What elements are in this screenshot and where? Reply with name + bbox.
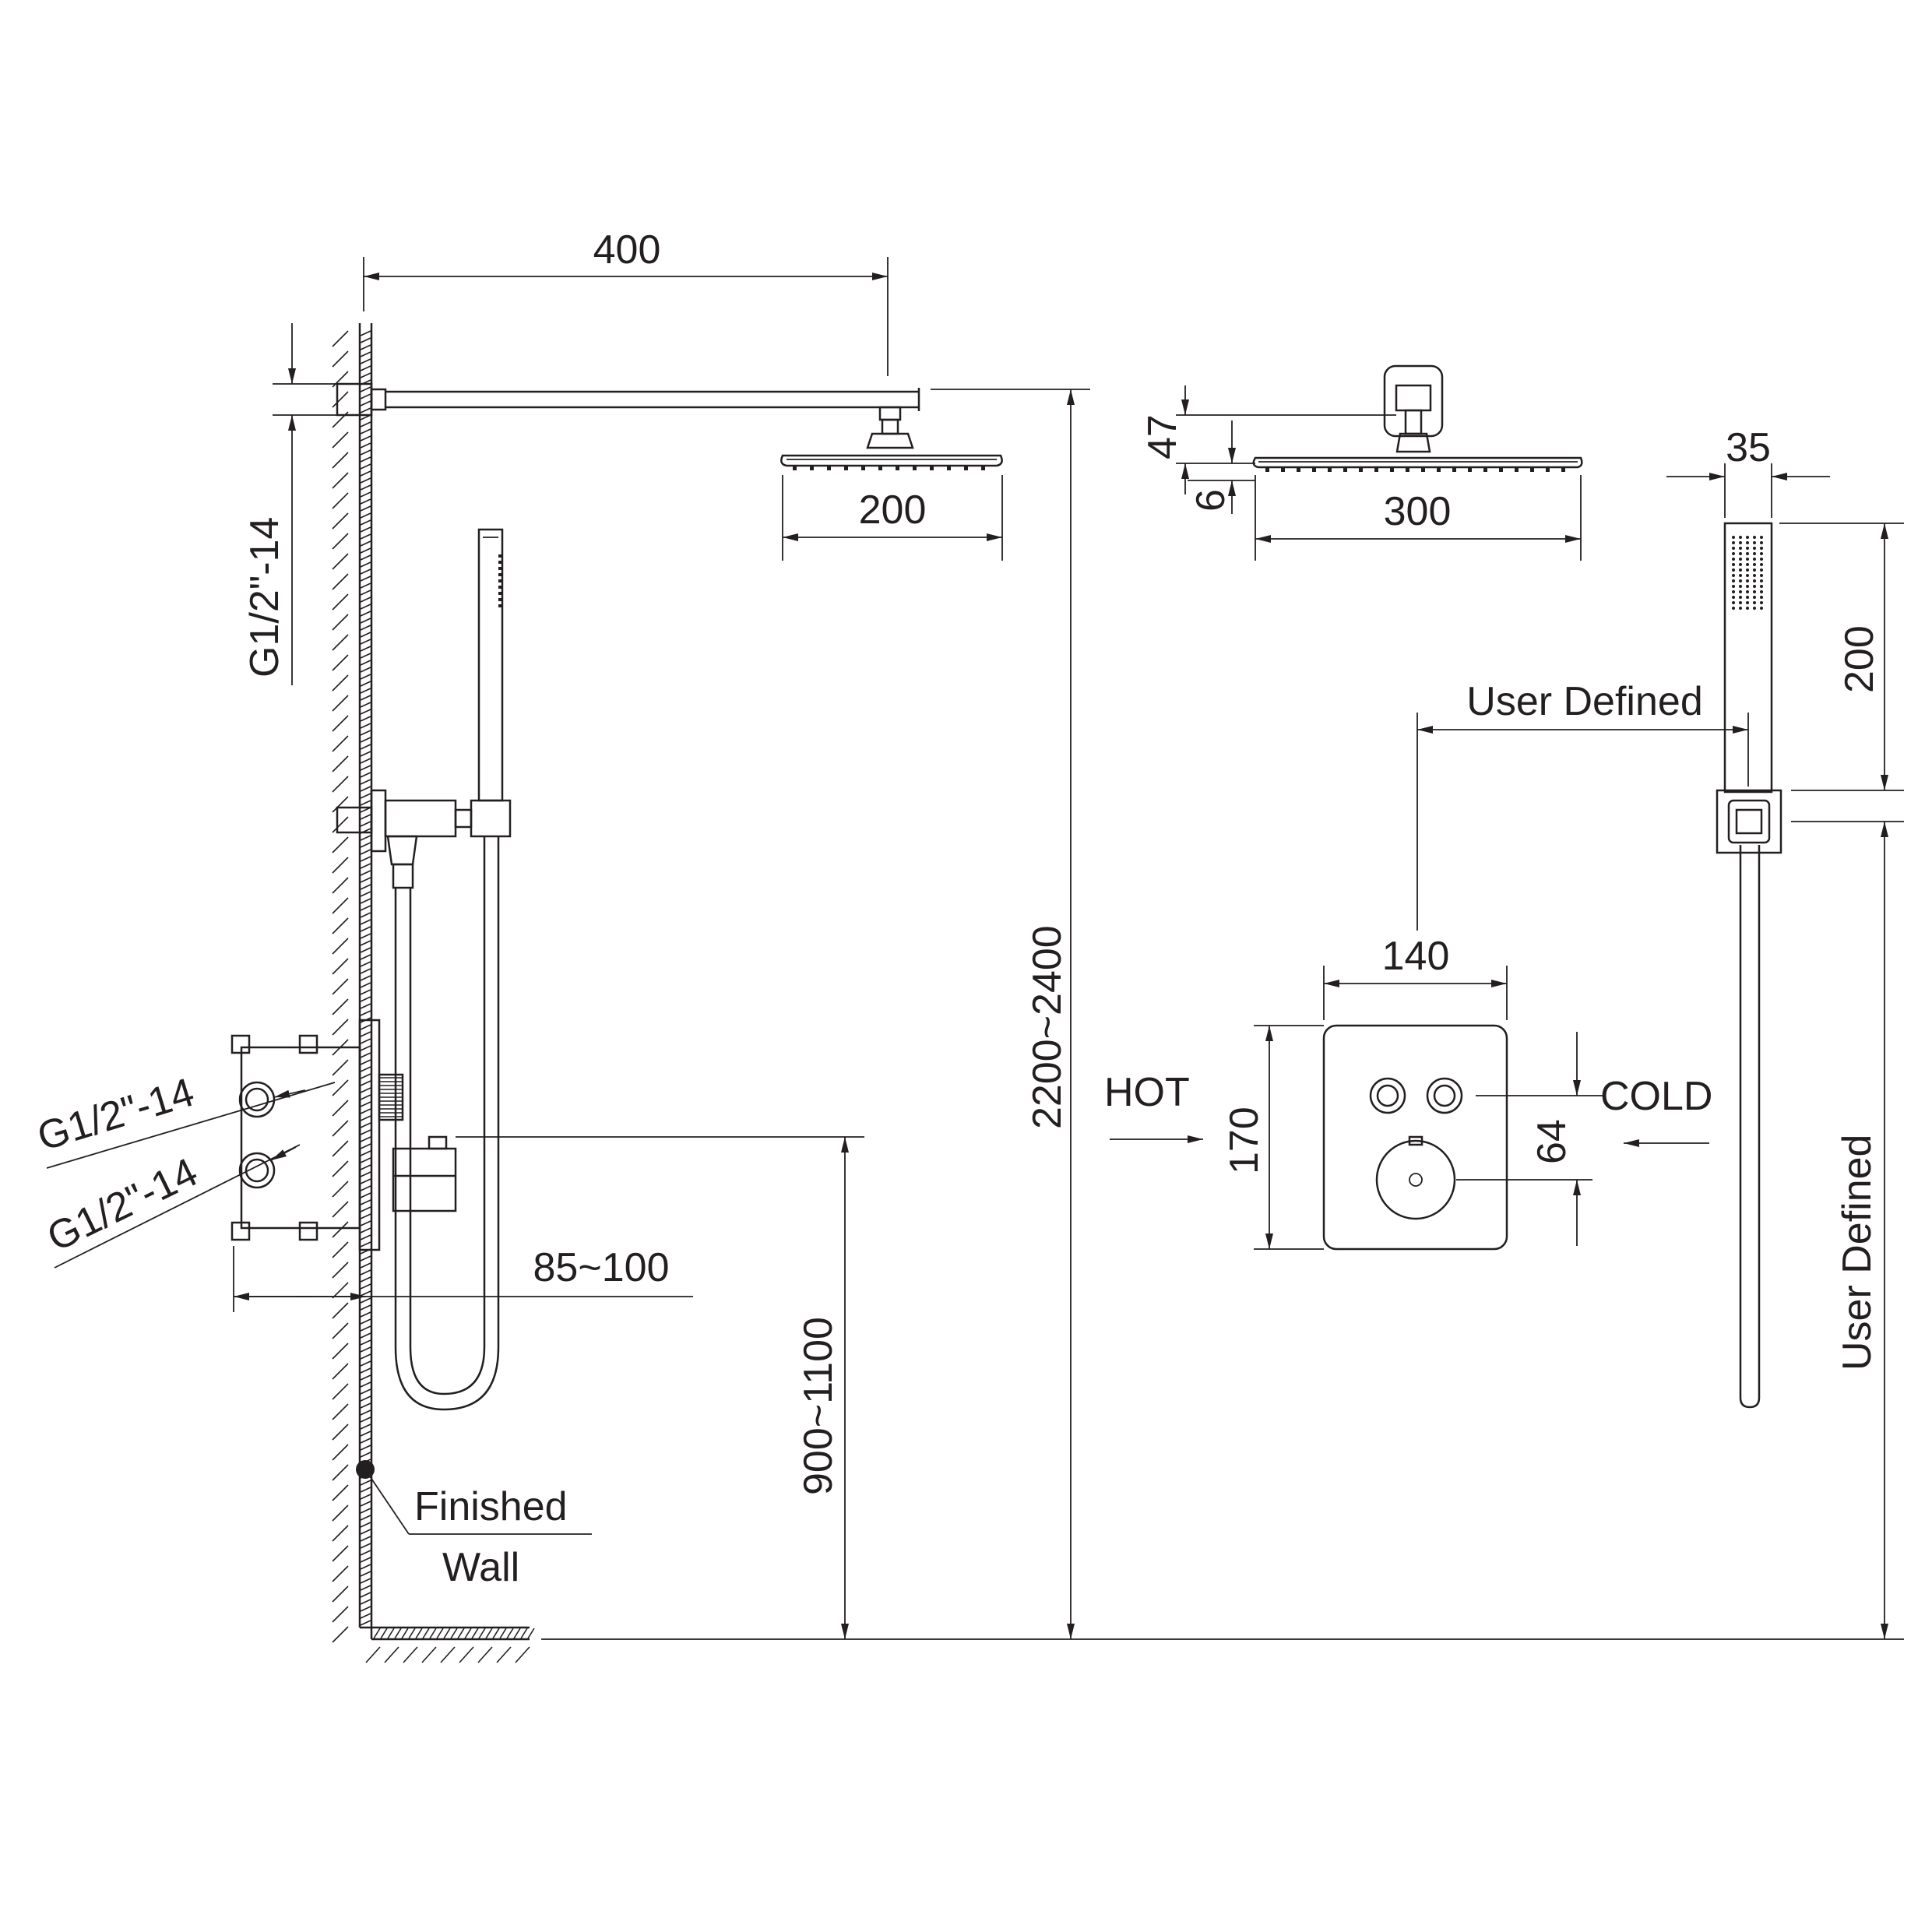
dim-35-label: 35	[1726, 425, 1771, 470]
shower-arm-side-view	[336, 382, 1003, 470]
dimension-300: 300	[1255, 475, 1582, 561]
valve-body-side-view	[231, 1019, 864, 1251]
cold-label: COLD	[1600, 1074, 1712, 1119]
dim-6-label: 6	[1188, 489, 1233, 512]
rain-head-front-view	[1252, 364, 1583, 472]
finished-wall-callout: Finished Wall	[356, 1460, 592, 1590]
thread-top-dimension: G1/2"-14	[242, 323, 337, 685]
dimension-35: 35	[1666, 425, 1830, 518]
total-height-label: 2200~2400	[1025, 925, 1070, 1129]
inlet-thread-callouts: G1/2"-14 G1/2"-14	[33, 1070, 336, 1269]
dimension-handheld-200: 200	[1779, 523, 1904, 822]
control-plate-front-view	[1322, 1024, 1508, 1251]
user-defined-v-label: User Defined	[1835, 1135, 1880, 1371]
dimension-200-head: 200	[782, 475, 1003, 561]
dimension-170: 170	[1222, 1025, 1324, 1250]
dimension-valve-height: 900~1100	[796, 1137, 849, 1639]
dim-200-label: 200	[859, 487, 927, 533]
dimension-64: 64	[1456, 1032, 1604, 1246]
thread-top-label: G1/2"-14	[242, 517, 287, 677]
dimension-400: 400	[363, 227, 889, 376]
dim-400-label: 400	[593, 227, 661, 273]
inlet-thread-label-1: G1/2"-14	[33, 1070, 199, 1160]
dimension-140: 140	[1323, 934, 1508, 1020]
handheld-side-view	[336, 528, 512, 1411]
plate-height-label: 170	[1222, 1107, 1267, 1174]
handheld-front-view	[1716, 522, 1782, 1409]
hot-cold-indicators: HOT COLD	[1104, 1070, 1712, 1147]
valve-depth-label: 85~100	[533, 1245, 670, 1290]
dimension-user-defined-horizontal: User Defined	[1416, 679, 1749, 931]
dimension-47-6: 47 6	[1140, 385, 1396, 514]
plate-width-label: 140	[1382, 934, 1450, 979]
button-spacing-label: 64	[1529, 1119, 1575, 1164]
user-defined-h-label: User Defined	[1466, 679, 1702, 724]
dimension-total-height: 2200~2400	[931, 389, 1090, 1639]
valve-height-label: 900~1100	[796, 1317, 841, 1495]
handheld-200-label: 200	[1837, 625, 1882, 693]
dim-300-label: 300	[1384, 489, 1452, 534]
finished-wall-line1: Finished	[414, 1484, 568, 1529]
dimension-valve-depth: 85~100	[233, 1245, 693, 1312]
dim-47-label: 47	[1140, 414, 1185, 459]
finished-wall-line2: Wall	[442, 1545, 519, 1590]
dimension-user-defined-vertical: User Defined	[1835, 822, 1888, 1639]
hot-label: HOT	[1104, 1070, 1190, 1115]
